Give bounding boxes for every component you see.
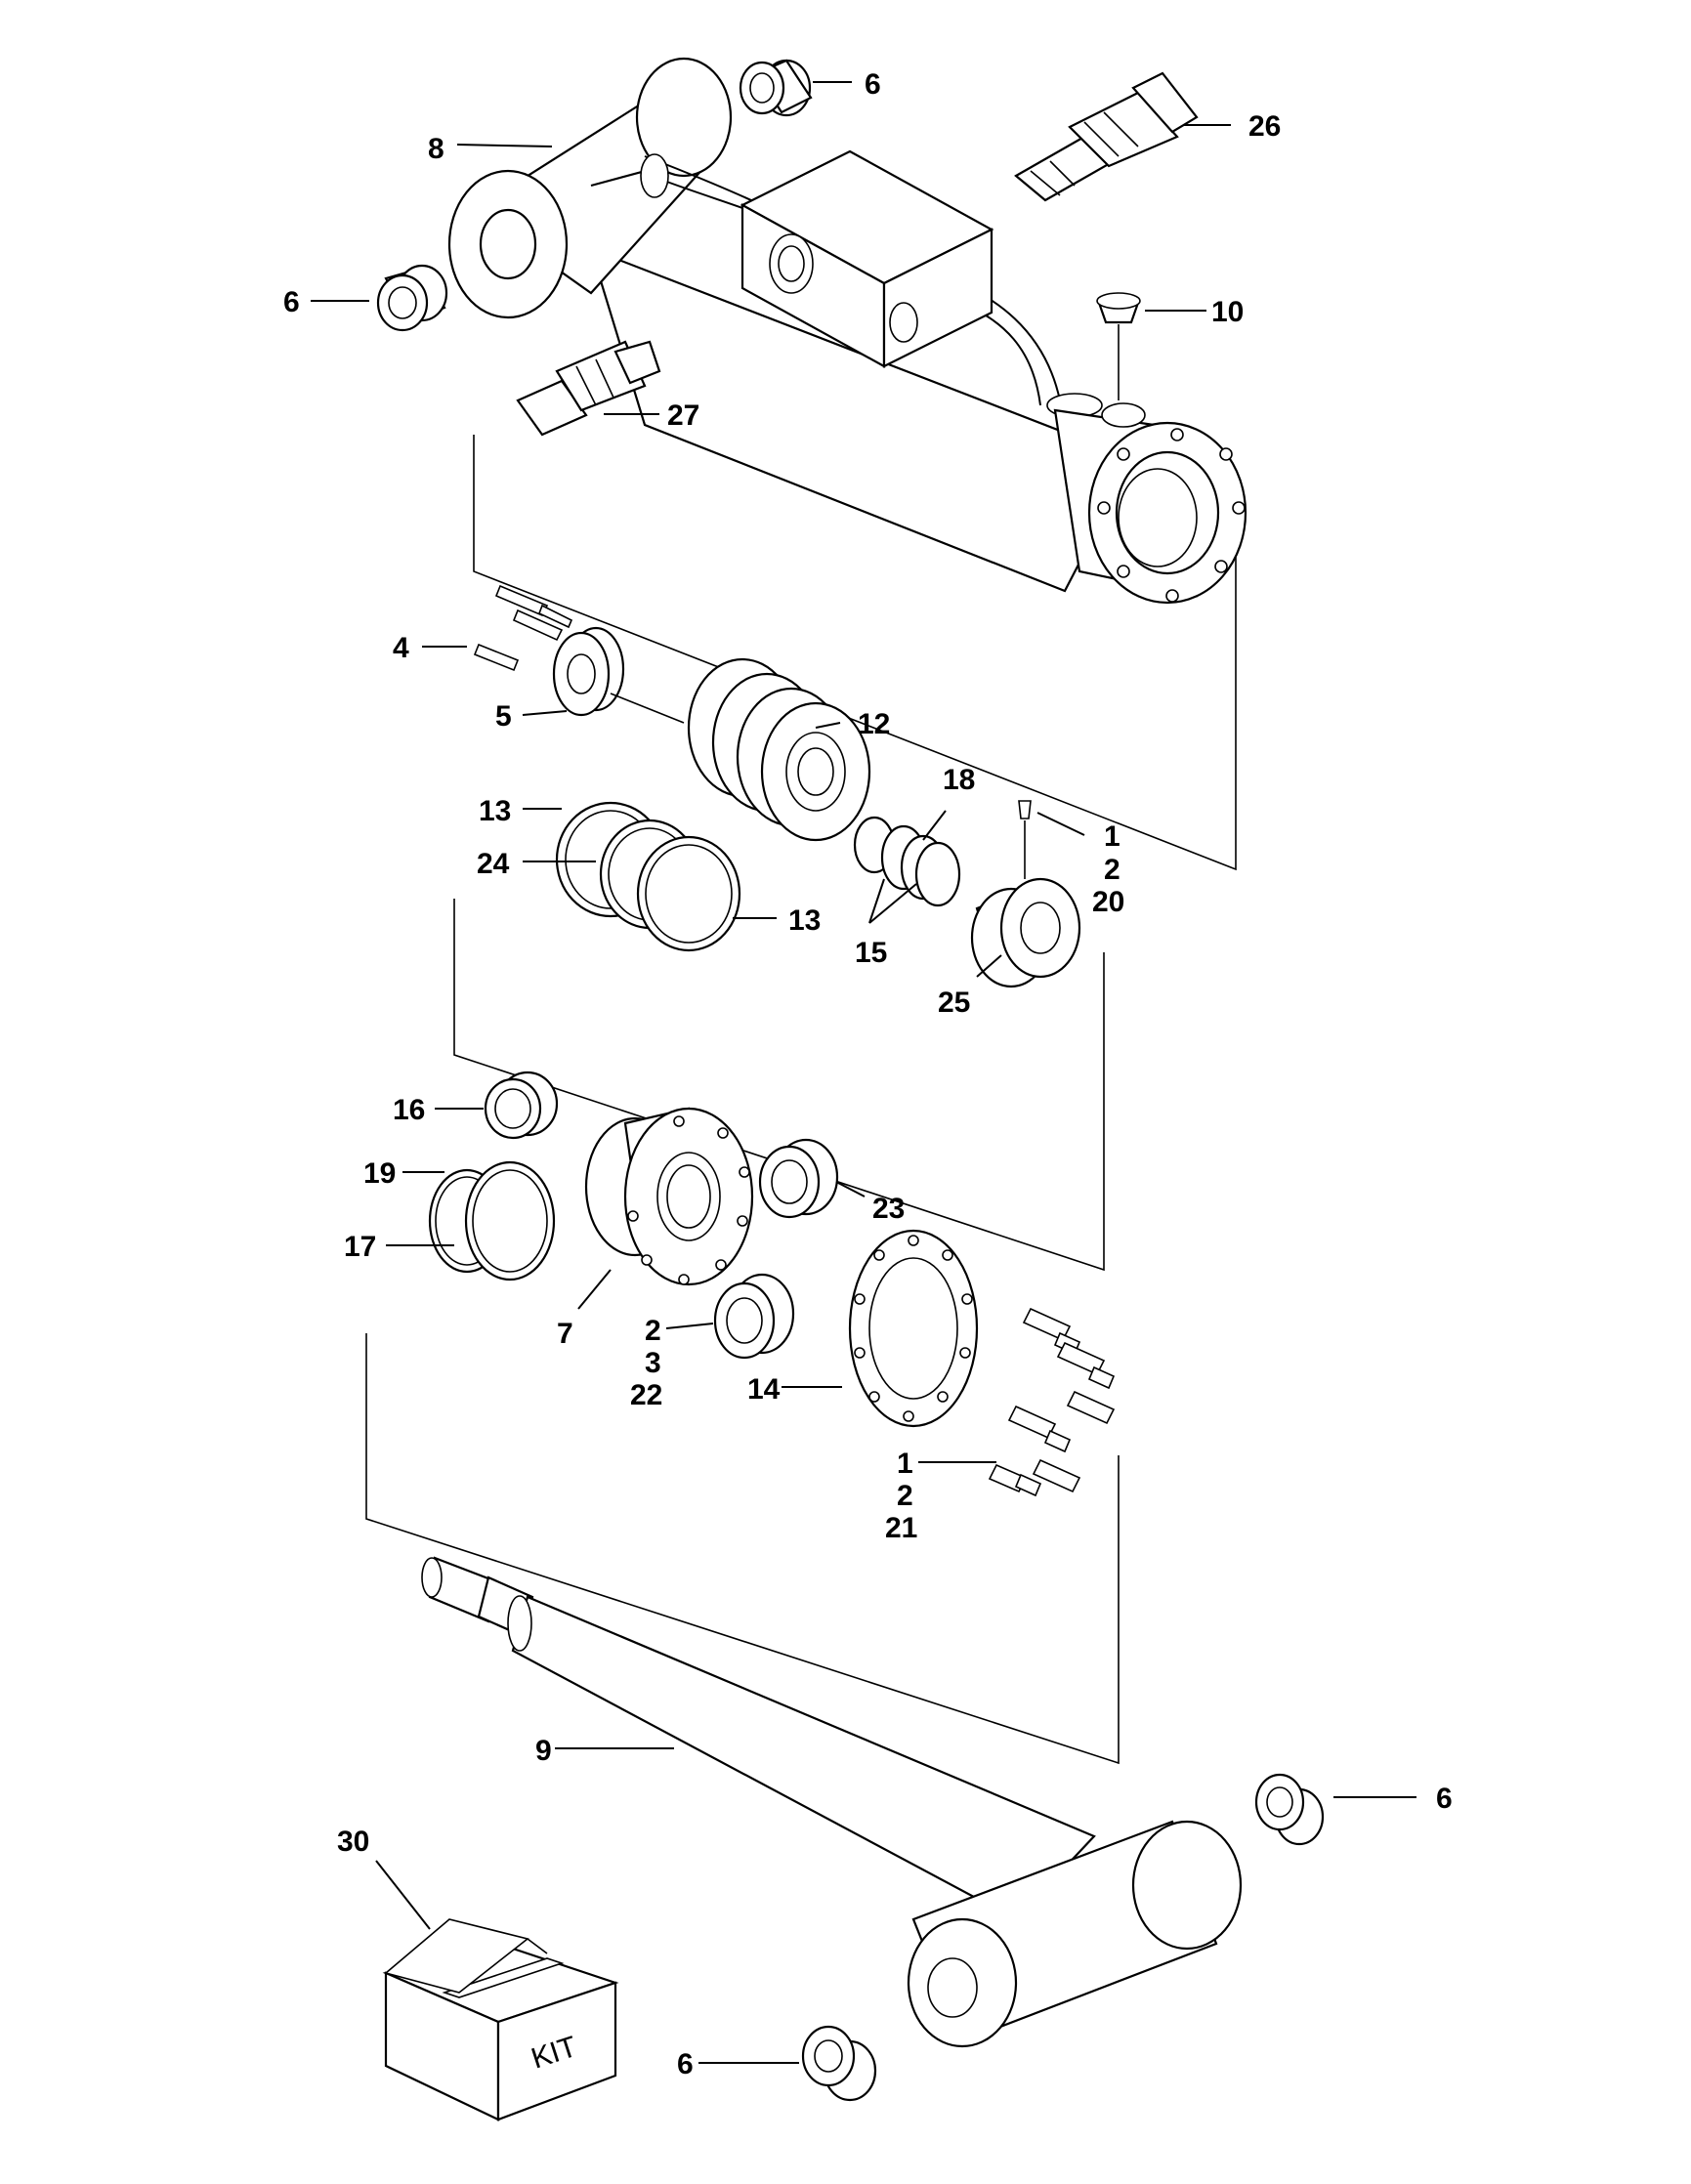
callout-rod-seal-23: 23 <box>872 1193 905 1225</box>
rod-seal-22 <box>713 1273 795 1360</box>
callout-seal-3: 3 <box>645 1347 661 1379</box>
callout-bushing-left: 6 <box>283 286 300 318</box>
callout-seal-13-upper: 13 <box>479 795 511 827</box>
callout-cylinder-barrel: 8 <box>428 133 444 165</box>
bushing-right <box>1254 1773 1325 1846</box>
retainer-flange-14 <box>848 1229 979 1428</box>
callout-ring-18: 18 <box>943 764 975 796</box>
leader-lines <box>311 81 1416 2064</box>
callout-spacer-25: 25 <box>938 987 970 1019</box>
callout-seal-22: 22 <box>630 1379 662 1411</box>
callout-piston: 12 <box>858 708 890 740</box>
bushing-bottom <box>801 2025 877 2102</box>
callout-rings-15: 15 <box>855 937 887 969</box>
callout-o-ring-19: 19 <box>363 1157 396 1190</box>
piston-rings-15-18 <box>853 816 961 907</box>
callout-bushing-top: 6 <box>865 68 881 101</box>
callout-bleed-plug: 10 <box>1211 296 1244 328</box>
callout-bushing-right: 6 <box>1436 1783 1453 1815</box>
frame-gland-group <box>365 1333 1120 1765</box>
piston-rod <box>421 1556 1243 2048</box>
callout-piston-nut: 5 <box>495 700 512 733</box>
callout-bolt-21: 21 <box>885 1512 917 1544</box>
flange-bolts <box>988 1307 1116 1497</box>
callout-setscrew-1: 1 <box>1104 820 1120 853</box>
callout-bolt-1: 1 <box>897 1448 913 1480</box>
gland <box>584 1107 754 1286</box>
piston-spacer <box>970 800 1081 988</box>
bushing-left <box>376 264 448 332</box>
cartridge-valve-26 <box>1014 71 1199 202</box>
piston-nut-bolts <box>473 584 573 672</box>
callout-seal-24: 24 <box>477 848 510 880</box>
callout-bushing-bottom: 6 <box>677 2048 694 2080</box>
callout-seal-2a: 2 <box>645 1315 661 1347</box>
callout-kit-30: 30 <box>337 1826 369 1858</box>
seal-kit-box <box>382 1918 619 2121</box>
callout-seal-13-lower: 13 <box>788 904 821 937</box>
callout-cartridge-valve-27: 27 <box>667 399 699 432</box>
cartridge-valve-27 <box>516 340 661 437</box>
bushing-top <box>739 59 813 117</box>
piston-seal-13b <box>636 835 741 952</box>
callout-bolt-2: 2 <box>897 1480 913 1512</box>
callout-setscrew-2: 2 <box>1104 854 1120 886</box>
bleed-plug <box>1096 292 1141 400</box>
valve-block <box>740 149 994 368</box>
callout-flange-14: 14 <box>747 1373 781 1406</box>
frame-cylinder-group <box>473 435 1237 871</box>
callout-backup-ring-17: 17 <box>344 1231 376 1263</box>
callout-setscrew-20: 20 <box>1092 886 1124 918</box>
callout-wiper-16: 16 <box>393 1094 425 1126</box>
piston <box>687 657 871 842</box>
piston-nut <box>552 626 685 724</box>
rod-seal-23 <box>758 1138 839 1219</box>
cylinder-barrel <box>447 57 1247 605</box>
rod-wiper <box>484 1071 559 1140</box>
callout-gland-7: 7 <box>557 1318 573 1350</box>
callout-piston-rod-9: 9 <box>535 1735 552 1767</box>
callout-piston-bolt: 4 <box>393 632 409 664</box>
callout-cartridge-valve-26: 26 <box>1248 110 1281 143</box>
backup-ring-17 <box>464 1160 556 1281</box>
